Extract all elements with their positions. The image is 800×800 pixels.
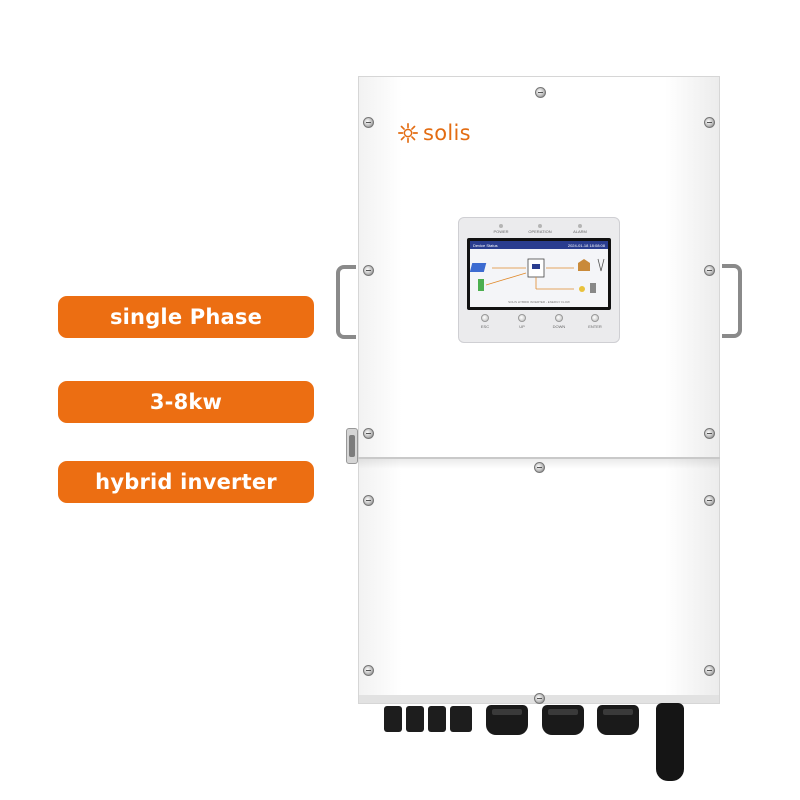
left-handle — [336, 265, 356, 339]
screw-icon — [535, 87, 546, 98]
operation-led: OPERATION — [520, 224, 560, 234]
solis-logo: solis — [397, 121, 471, 145]
screw-icon — [704, 495, 715, 506]
single-phase-badge: single Phase — [58, 296, 314, 338]
sun-logo-icon — [398, 123, 418, 143]
screw-icon — [363, 428, 374, 439]
power-range-badge: 3-8kw — [58, 381, 314, 423]
status-leds: POWER OPERATION ALARM — [459, 224, 619, 238]
screw-icon — [363, 495, 374, 506]
dc-switch — [346, 428, 358, 464]
pv-connector — [450, 706, 472, 732]
screw-icon — [704, 265, 715, 276]
screw-icon — [534, 462, 545, 473]
enter-key: ENTER — [579, 314, 611, 329]
right-handle — [722, 264, 742, 338]
lcd-screen: Device Status 2024-01-18 18:08:08 — [467, 238, 611, 310]
screen-datetime: 2024-01-18 18:08:08 — [567, 242, 605, 248]
screen-footer: SOLIS HYBRID INVERTER - ENERGY FLOW — [508, 300, 570, 304]
down-key: DOWN — [543, 314, 575, 329]
cable-gland — [486, 705, 528, 735]
brand-wordmark: solis — [423, 121, 471, 145]
inverter-body: solis POWER OPERATION ALARM Device Statu… — [358, 76, 720, 704]
screen-title: Device Status — [473, 242, 498, 248]
power-led: POWER — [481, 224, 521, 234]
screw-icon — [704, 117, 715, 128]
hybrid-inverter-badge: hybrid inverter — [58, 461, 314, 503]
alarm-led: ALARM — [560, 224, 600, 234]
pv-connector — [384, 706, 402, 732]
cable-gland — [597, 705, 639, 735]
screw-icon — [363, 265, 374, 276]
cable-gland — [542, 705, 584, 735]
screw-icon — [363, 665, 374, 676]
pv-connector — [406, 706, 424, 732]
panel-seam — [358, 457, 720, 459]
screw-icon — [704, 665, 715, 676]
up-key: UP — [506, 314, 538, 329]
screw-icon — [704, 428, 715, 439]
keypad: ESC UP DOWN ENTER — [459, 314, 619, 340]
display-panel: POWER OPERATION ALARM Device Status 2024… — [458, 217, 620, 343]
screw-icon — [363, 117, 374, 128]
pv-connector — [428, 706, 446, 732]
screw-icon — [534, 693, 545, 704]
esc-key: ESC — [469, 314, 501, 329]
energy-flow-diagram — [470, 258, 605, 293]
communication-plug — [656, 703, 684, 781]
